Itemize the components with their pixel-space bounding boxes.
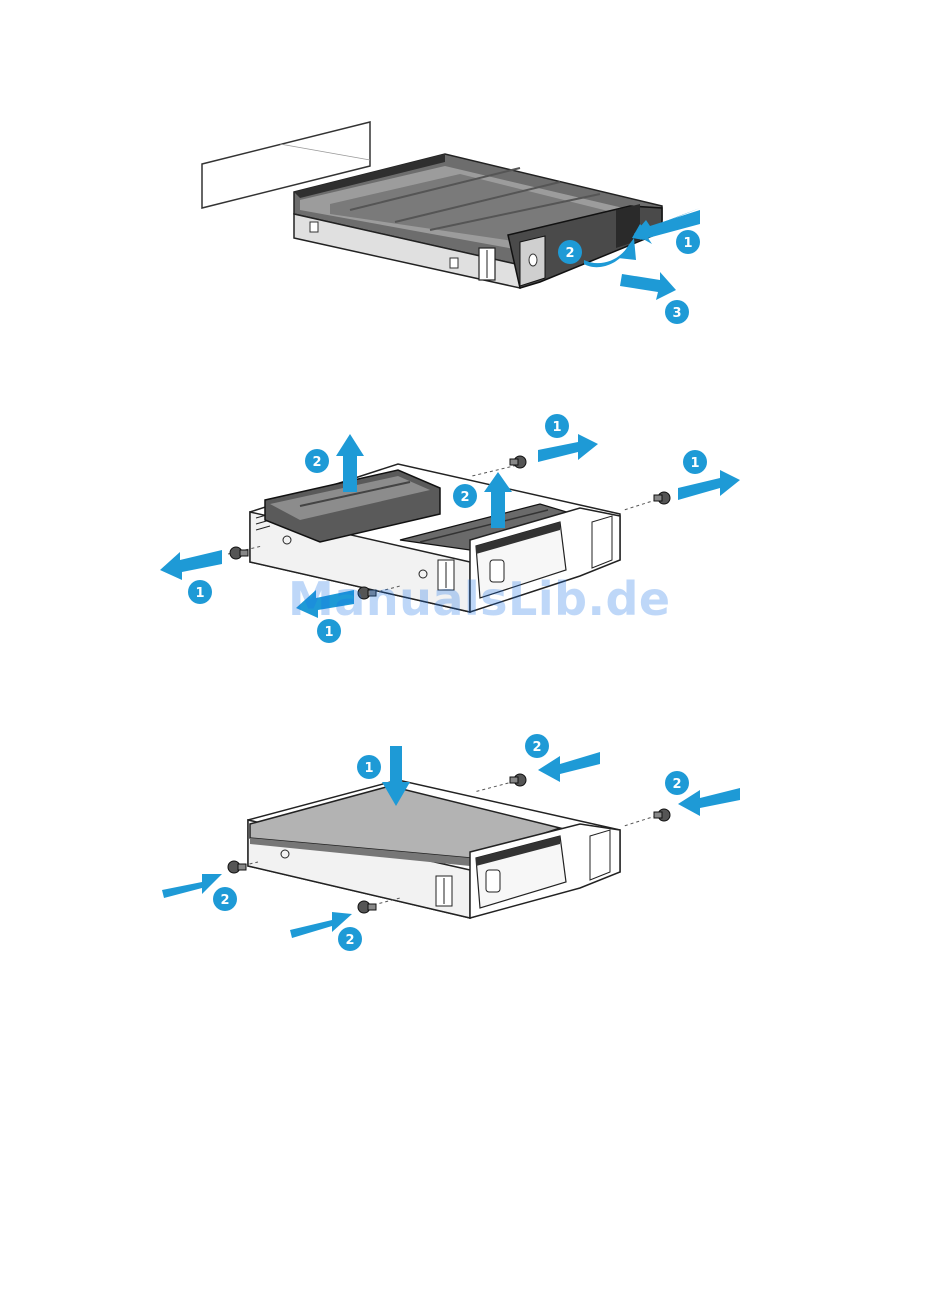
svg-text:2: 2 [312, 455, 321, 470]
step-badge: 2 [525, 734, 549, 758]
step-badge: 2 [453, 484, 477, 508]
svg-text:2: 2 [220, 893, 229, 908]
svg-text:2: 2 [345, 933, 354, 948]
arrow-screw-out [538, 434, 598, 462]
watermark: ManualsLib.de [288, 572, 671, 626]
svg-text:1: 1 [324, 625, 333, 640]
screw [654, 809, 670, 821]
arrow-screw-in [678, 788, 740, 816]
svg-text:1: 1 [195, 586, 204, 601]
svg-text:2: 2 [532, 740, 541, 755]
figure-1-illustration: 1 2 3 [0, 110, 950, 340]
screw [230, 547, 248, 559]
step-badge: 2 [305, 449, 329, 473]
arrow-screw-in [162, 874, 222, 898]
screw [358, 901, 376, 913]
screw [510, 774, 526, 786]
svg-text:2: 2 [460, 490, 469, 505]
step-badge: 1 [545, 414, 569, 438]
step-badge: 3 [665, 300, 689, 324]
arrow-screw-out [678, 470, 740, 500]
step-badge: 1 [357, 755, 381, 779]
figure-1-remove-blank: 1 2 3 [0, 110, 950, 340]
screw [228, 861, 246, 873]
figure-3-install-drive: 1 2 2 2 2 [0, 730, 950, 960]
svg-text:2: 2 [672, 777, 681, 792]
screw [510, 456, 526, 468]
svg-text:1: 1 [683, 236, 692, 251]
step-badge: 2 [338, 927, 362, 951]
svg-text:1: 1 [552, 420, 561, 435]
step-badge: 1 [676, 230, 700, 254]
step-badge: 1 [188, 580, 212, 604]
arrow-screw-in [538, 752, 600, 782]
figure-3-illustration: 1 2 2 2 2 [0, 730, 950, 960]
svg-text:2: 2 [565, 246, 574, 261]
svg-text:1: 1 [690, 456, 699, 471]
svg-text:1: 1 [364, 761, 373, 776]
step-badge: 1 [683, 450, 707, 474]
screw [654, 492, 670, 504]
arrow-pull-out [620, 272, 676, 300]
svg-text:3: 3 [672, 306, 681, 321]
step-badge: 2 [665, 771, 689, 795]
arrow-screw-out [160, 550, 222, 580]
step-badge: 2 [213, 887, 237, 911]
step-badge: 2 [558, 240, 582, 264]
